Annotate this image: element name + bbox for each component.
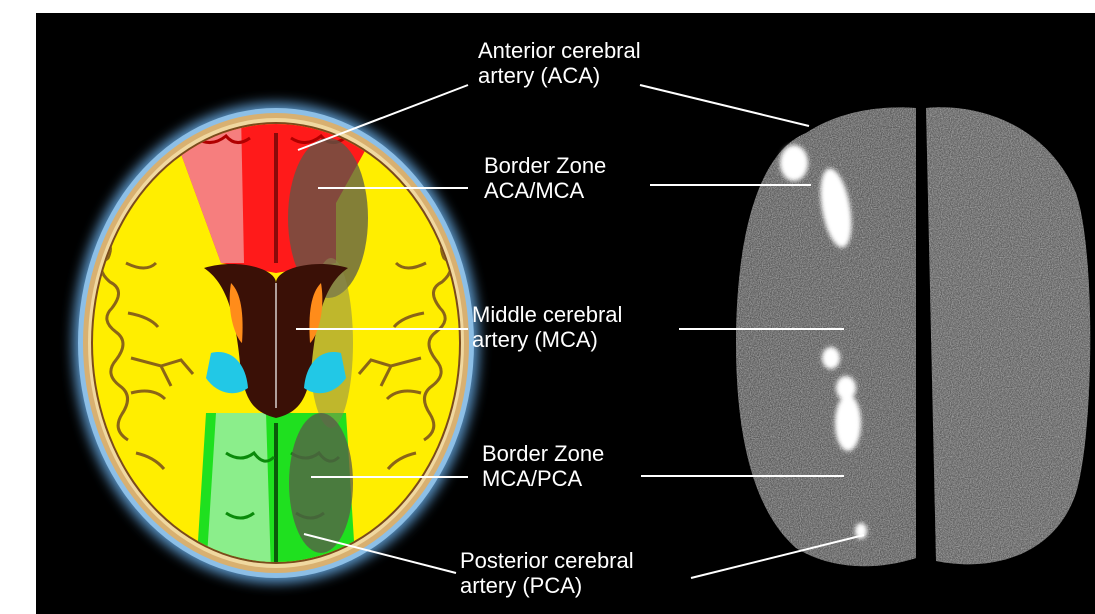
label-bz-mca-pca-line2: MCA/PCA (482, 466, 604, 491)
left-hemisphere-texture (726, 98, 926, 578)
right-hemisphere-texture (916, 98, 1095, 578)
territory-diagram (73, 103, 479, 583)
lesion-frontal-1 (780, 145, 808, 181)
label-border-zone-mca-pca: Border Zone MCA/PCA (482, 441, 604, 491)
dwi-mri-image (726, 98, 1095, 578)
label-bz-aca-mca-line2: ACA/MCA (484, 178, 606, 203)
label-pca-line1: Posterior cerebral (460, 548, 634, 573)
label-pca-line2: artery (PCA) (460, 573, 634, 598)
label-mca-line2: artery (MCA) (472, 327, 622, 352)
label-aca-line1: Anterior cerebral (478, 38, 641, 63)
aca-line-right (640, 85, 809, 126)
lesion-mid-1 (822, 347, 840, 369)
lesion-mid-3 (835, 395, 861, 451)
border-zone-mca-pca (289, 413, 353, 553)
label-mca-line1: Middle cerebral (472, 302, 622, 327)
pca-border-left (206, 413, 271, 573)
label-pca: Posterior cerebral artery (PCA) (460, 548, 634, 598)
label-border-zone-aca-mca: Border Zone ACA/MCA (484, 153, 606, 203)
label-aca: Anterior cerebral artery (ACA) (478, 38, 641, 88)
label-bz-aca-mca-line1: Border Zone (484, 153, 606, 178)
label-aca-line2: artery (ACA) (478, 63, 641, 88)
brain-territory-figure: Anterior cerebral artery (ACA) Border Zo… (36, 13, 1095, 614)
label-mca: Middle cerebral artery (MCA) (472, 302, 622, 352)
label-bz-mca-pca-line1: Border Zone (482, 441, 604, 466)
